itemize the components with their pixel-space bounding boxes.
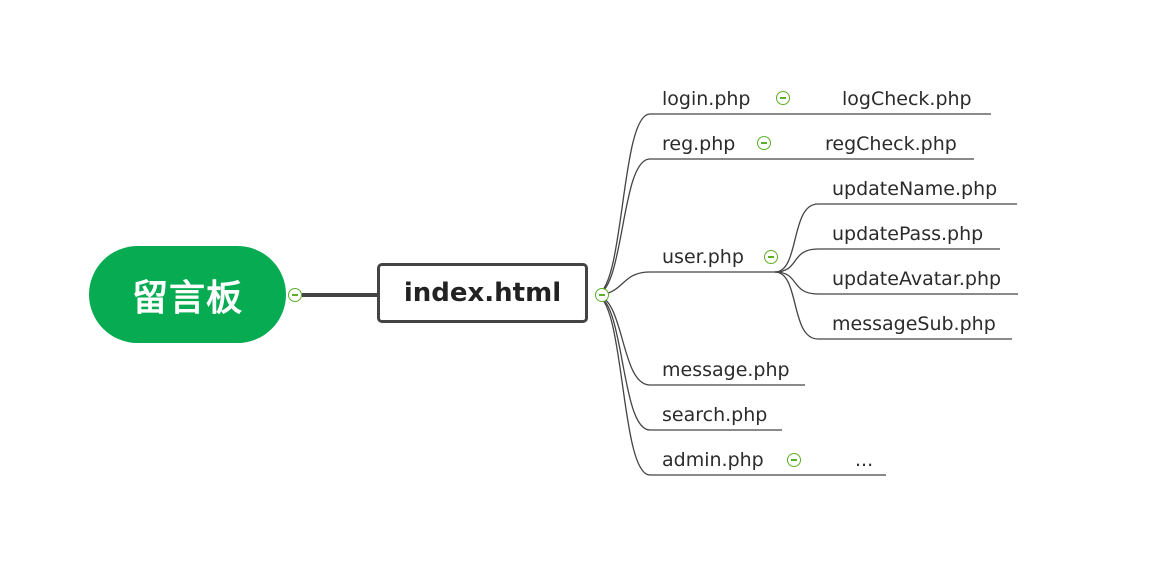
center-topic[interactable]: index.html	[377, 263, 588, 323]
topic-login[interactable]: login.php	[662, 88, 751, 110]
topic-reg[interactable]: reg.php	[662, 133, 736, 155]
topic-regcheck[interactable]: regCheck.php	[825, 133, 957, 155]
topic-logcheck[interactable]: logCheck.php	[842, 88, 972, 110]
topic-message[interactable]: message.php	[662, 359, 790, 381]
edge-login	[594, 113, 815, 296]
topic-user[interactable]: user.php	[662, 246, 744, 268]
topic-search[interactable]: search.php	[662, 404, 768, 426]
edge-user	[594, 271, 775, 296]
topic-updatename[interactable]: updateName.php	[832, 178, 998, 200]
edge-admin	[594, 294, 886, 476]
topic-messagesub[interactable]: messageSub.php	[832, 313, 996, 335]
edge-updateavatar	[774, 271, 1018, 295]
admin-collapse-icon[interactable]	[787, 453, 801, 467]
topic-admin-more[interactable]: ...	[855, 449, 874, 471]
edge-updatename	[774, 203, 1017, 273]
user-collapse-icon[interactable]	[764, 250, 778, 264]
topic-admin[interactable]: admin.php	[662, 449, 764, 471]
topic-updateavatar[interactable]: updateAvatar.php	[832, 268, 1002, 290]
root-collapse-icon[interactable]	[288, 288, 302, 302]
center-collapse-icon[interactable]	[595, 288, 609, 302]
root-topic[interactable]: 留言板	[89, 246, 286, 343]
reg-collapse-icon[interactable]	[757, 136, 771, 150]
topic-updatepass[interactable]: updatePass.php	[832, 223, 984, 245]
edge-search	[594, 294, 782, 431]
edge-messagesub	[774, 271, 1012, 340]
edge-updatepass	[774, 248, 1000, 273]
login-collapse-icon[interactable]	[776, 91, 790, 105]
